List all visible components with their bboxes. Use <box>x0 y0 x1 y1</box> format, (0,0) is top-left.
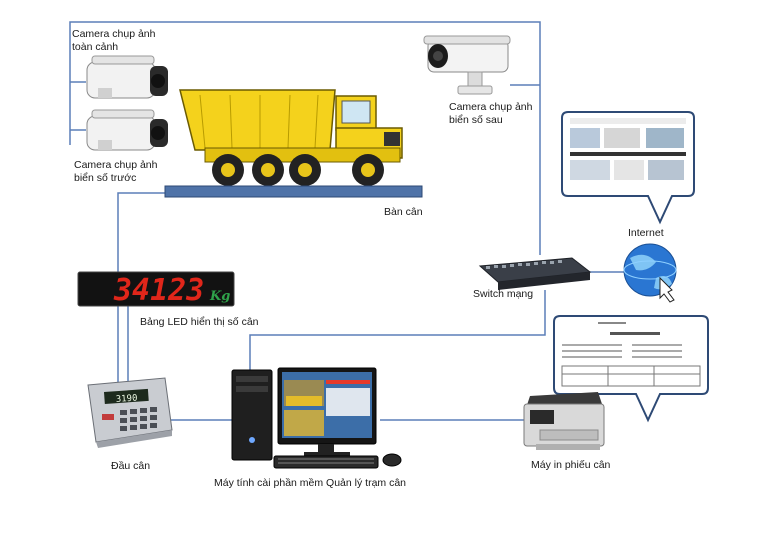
label-camera-front-line1: Camera chụp ảnh <box>74 159 158 171</box>
label-switch: Switch mạng <box>473 288 534 300</box>
camera-rear-icon <box>423 35 511 95</box>
dump-truck-icon <box>179 89 403 186</box>
label-camera-rear-line2: biển số sau <box>449 114 503 126</box>
label-indicator: Đầu cân <box>111 460 151 472</box>
label-scale: Bàn cân <box>384 206 423 218</box>
indicator-display: 3190 <box>116 394 138 405</box>
label-camera-overview-line1: Camera chụp ảnh <box>72 28 156 40</box>
network-switch-icon <box>478 257 592 290</box>
label-led-board: Bảng LED hiển thị số cân <box>140 316 259 328</box>
led-unit: Kg <box>209 289 230 304</box>
label-camera-rear-line1: Camera chụp ảnh <box>449 101 533 113</box>
label-camera-front-line2: biển số trước <box>74 172 137 184</box>
printer-icon <box>523 392 605 450</box>
wire-scale-to-indicator <box>117 192 165 385</box>
computer-icon <box>231 367 402 469</box>
internet-globe-icon <box>623 243 677 303</box>
label-internet: Internet <box>628 227 664 239</box>
label-camera-overview-line2: toàn cảnh <box>72 41 119 53</box>
camera-front-icon <box>86 109 168 151</box>
led-digits: 34123 <box>113 273 204 308</box>
scale-platform <box>164 185 423 198</box>
wire-top-loop <box>69 21 541 255</box>
weighing-indicator-icon: 3190 <box>87 377 173 448</box>
label-computer: Máy tính cài phần mềm Quản lý trạm cân <box>214 477 406 489</box>
connection-wires <box>69 21 625 421</box>
website-screenshot-icon <box>561 111 695 225</box>
wire-pc-to-switch <box>249 290 546 370</box>
led-board: 34123 Kg <box>77 271 235 308</box>
label-printer: Máy in phiếu cân <box>531 459 611 471</box>
camera-overview-icon <box>86 55 168 99</box>
